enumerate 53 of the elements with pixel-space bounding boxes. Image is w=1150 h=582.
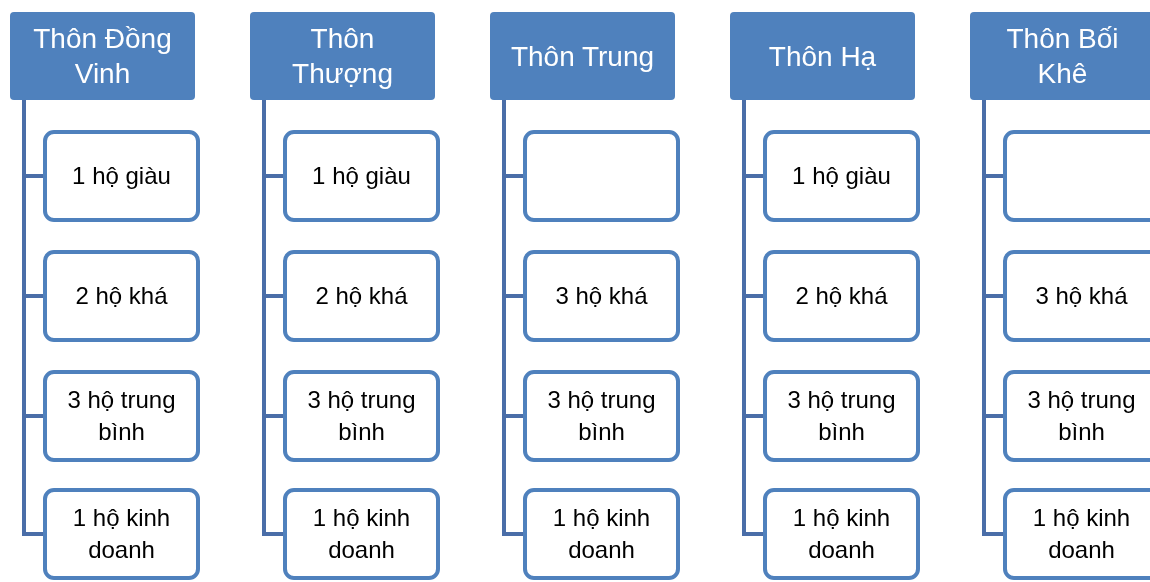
- household-box: [1003, 130, 1150, 222]
- village-header-box: [970, 12, 1150, 100]
- household-box: [523, 488, 680, 580]
- household-box: [523, 370, 680, 462]
- village-name: Thôn Đồng Vinh: [32, 22, 173, 91]
- household-box: [43, 250, 200, 342]
- household-count: 3 hộ khá: [1035, 280, 1128, 311]
- connector-line: [262, 100, 283, 536]
- household-count: 1 hộ kinh doanh: [71, 502, 172, 565]
- household-box: [283, 130, 440, 222]
- household-count: 2 hộ khá: [795, 280, 888, 311]
- household-count: 3 hộ trung bình: [66, 384, 177, 447]
- household-box: [283, 250, 440, 342]
- household-count: 3 hộ khá: [555, 280, 648, 311]
- household-count: 1 hộ giàu: [72, 160, 171, 191]
- village-header-box: [730, 12, 915, 100]
- household-box: [1003, 370, 1150, 462]
- household-box: [523, 250, 680, 342]
- household-box: [763, 370, 920, 462]
- village-name: Thôn Bối Khê: [1005, 22, 1120, 91]
- household-count: 1 hộ giàu: [312, 160, 411, 191]
- household-count: 3 hộ trung bình: [1026, 384, 1137, 447]
- village-name: Thôn Thượng: [291, 22, 394, 91]
- household-count: 1 hộ kinh doanh: [1031, 502, 1132, 565]
- household-count: 1 hộ kinh doanh: [551, 502, 652, 565]
- village-name: Thôn Hạ: [768, 39, 877, 74]
- household-box: [43, 370, 200, 462]
- village-header-box: [250, 12, 435, 100]
- household-count: 1 hộ giàu: [792, 160, 891, 191]
- household-count: 2 hộ khá: [315, 280, 408, 311]
- household-box: [283, 370, 440, 462]
- village-name: Thôn Trung: [510, 39, 655, 74]
- household-count: 1 hộ kinh doanh: [791, 502, 892, 565]
- village-header-box: [490, 12, 675, 100]
- connector-line: [502, 100, 523, 536]
- household-box: [1003, 250, 1150, 342]
- household-count: 2 hộ khá: [75, 280, 168, 311]
- connector-line: [22, 100, 43, 536]
- household-box: [43, 488, 200, 580]
- household-count: 3 hộ trung bình: [546, 384, 657, 447]
- household-count: 1 hộ kinh doanh: [311, 502, 412, 565]
- household-box: [43, 130, 200, 222]
- village-header-box: [10, 12, 195, 100]
- household-box: [523, 130, 680, 222]
- connector-line: [742, 100, 763, 536]
- household-box: [1003, 488, 1150, 580]
- household-count: 3 hộ trung bình: [786, 384, 897, 447]
- household-box: [763, 488, 920, 580]
- household-box: [763, 130, 920, 222]
- household-box: [283, 488, 440, 580]
- household-count: 3 hộ trung bình: [306, 384, 417, 447]
- household-box: [763, 250, 920, 342]
- connector-line: [982, 100, 1003, 536]
